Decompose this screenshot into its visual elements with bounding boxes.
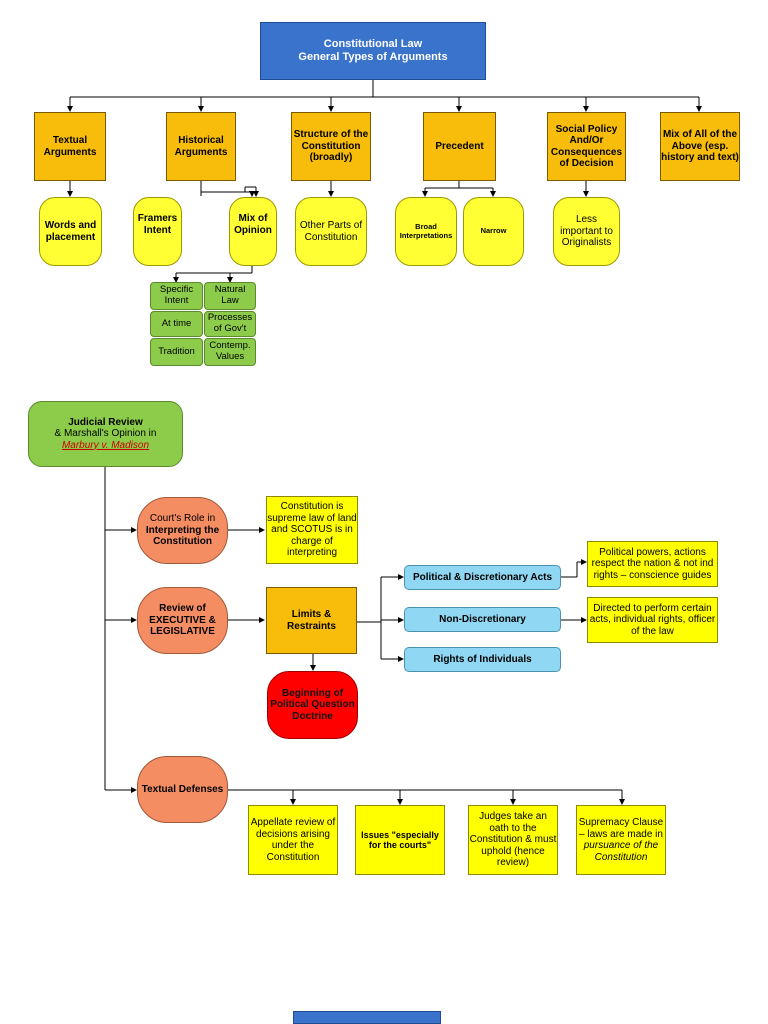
textual-defenses-node: Textual Defenses xyxy=(137,756,228,823)
sub-framers-intent: Framers Intent xyxy=(133,197,182,266)
textual-defenses-label: Textual Defenses xyxy=(141,783,224,795)
opinion-natural-law: Natural Law xyxy=(204,282,256,310)
judicial-review-node: Judicial Review & Marshall's Opinion in … xyxy=(28,401,183,467)
opinion-processes-label: Processes of Gov't xyxy=(207,312,253,334)
category-structure: Structure of the Constitution (broadly) xyxy=(291,112,371,181)
note-directed-label: Directed to perform certain acts, indivi… xyxy=(589,602,716,637)
act-non-discretionary: Non-Discretionary xyxy=(404,607,561,632)
act-rights-individuals: Rights of Individuals xyxy=(404,647,561,672)
opinion-at-time: At time xyxy=(150,311,203,337)
sub-words-placement-label: Words and placement xyxy=(44,220,97,243)
defense-appellate: Appellate review of decisions arising un… xyxy=(248,805,338,875)
sub-less-important: Less important to Originalists xyxy=(553,197,620,266)
opinion-processes: Processes of Gov't xyxy=(204,311,256,337)
bottom-title-fragment xyxy=(293,1011,441,1024)
title-line2: General Types of Arguments xyxy=(298,51,448,63)
judicial-review-case: Marbury v. Madison xyxy=(61,439,150,451)
opinion-natural-law-label: Natural Law xyxy=(214,284,246,306)
judicial-review-heading: Judicial Review xyxy=(68,416,143,428)
sub-framers-intent-label: Framers Intent xyxy=(137,213,178,236)
act-non-discretionary-label: Non-Discretionary xyxy=(439,613,526,625)
category-precedent: Precedent xyxy=(423,112,496,181)
note-supreme-law: Constitution is supreme law of land and … xyxy=(266,496,358,564)
sub-broad-interpretations: Broad Interpretations xyxy=(395,197,457,266)
category-precedent-label: Precedent xyxy=(435,140,484,152)
limits-restraints-label: Limits & Restraints xyxy=(287,609,336,632)
category-structure-label: Structure of the Constitution (broadly) xyxy=(293,129,369,164)
sub-less-important-label: Less important to Originalists xyxy=(560,214,613,249)
opinion-specific-intent-label: Specific Intent xyxy=(159,284,194,306)
sub-narrow-label: Narrow xyxy=(480,226,507,236)
note-political-powers-label: Political powers, actions respect the na… xyxy=(591,546,714,581)
political-question-node: Beginning of Political Question Doctrine xyxy=(267,671,358,739)
defense-supremacy: Supremacy Clause – laws are made in purs… xyxy=(576,805,666,875)
opinion-tradition-label: Tradition xyxy=(158,345,195,357)
opinion-at-time-label: At time xyxy=(161,317,192,329)
sub-mix-of-opinion: Mix of Opinion xyxy=(229,197,277,266)
act-political-discretionary: Political & Discretionary Acts xyxy=(404,565,561,590)
note-supreme-law-label: Constitution is supreme law of land and … xyxy=(267,501,357,559)
sub-words-placement: Words and placement xyxy=(39,197,102,266)
sub-narrow: Narrow xyxy=(463,197,524,266)
sub-mix-of-opinion-label: Mix of Opinion xyxy=(234,213,272,236)
category-textual-label: Textual Arguments xyxy=(43,135,97,158)
opinion-contemp-values: Contemp. Values xyxy=(204,338,256,366)
review-exec-leg-label: Review of EXECUTIVE & LEGISLATIVE xyxy=(149,603,216,638)
category-social-policy-label: Social Policy And/Or Consequences of Dec… xyxy=(550,123,623,170)
category-mix-all-label: Mix of All of the Above (esp. history an… xyxy=(661,129,739,164)
sub-other-parts: Other Parts of Constitution xyxy=(295,197,367,266)
courts-role-pre: Court's Role in xyxy=(149,513,216,525)
limits-restraints-node: Limits & Restraints xyxy=(266,587,357,654)
defense-issues-label: Issues "especially for the courts" xyxy=(361,829,439,850)
defense-supremacy-ital: pursuance of the Constitution xyxy=(583,840,659,863)
note-directed: Directed to perform certain acts, indivi… xyxy=(587,597,718,643)
courts-role-bold: Interpreting the Constitution xyxy=(145,524,220,548)
sub-broad-interpretations-label: Broad Interpretations xyxy=(399,221,453,240)
defense-appellate-label: Appellate review of decisions arising un… xyxy=(250,817,336,863)
defense-issues: Issues "especially for the courts" xyxy=(355,805,445,875)
defense-judges-oath-label: Judges take an oath to the Constitution … xyxy=(469,811,557,869)
act-rights-individuals-label: Rights of Individuals xyxy=(433,653,532,665)
category-historical: Historical Arguments xyxy=(166,112,236,181)
defense-judges-oath: Judges take an oath to the Constitution … xyxy=(468,805,558,875)
category-historical-label: Historical Arguments xyxy=(174,135,228,158)
category-textual: Textual Arguments xyxy=(34,112,106,181)
defense-supremacy-pre: Supremacy Clause – laws are made in xyxy=(578,817,664,840)
review-exec-leg-node: Review of EXECUTIVE & LEGISLATIVE xyxy=(137,587,228,654)
opinion-tradition: Tradition xyxy=(150,338,203,366)
judicial-review-sub: & Marshall's Opinion in xyxy=(54,428,157,440)
opinion-specific-intent: Specific Intent xyxy=(150,282,203,310)
category-mix-all: Mix of All of the Above (esp. history an… xyxy=(660,112,740,181)
sub-other-parts-label: Other Parts of Constitution xyxy=(299,220,363,243)
act-political-discretionary-label: Political & Discretionary Acts xyxy=(412,571,553,583)
title-line1: Constitutional Law xyxy=(323,38,423,51)
note-political-powers: Political powers, actions respect the na… xyxy=(587,541,718,587)
opinion-contemp-values-label: Contemp. Values xyxy=(209,340,251,362)
diagram-title: Constitutional Law General Types of Argu… xyxy=(260,22,486,80)
political-question-label: Beginning of Political Question Doctrine xyxy=(270,687,355,722)
courts-role-node: Court's Role in Interpreting the Constit… xyxy=(137,497,228,564)
category-social-policy: Social Policy And/Or Consequences of Dec… xyxy=(547,112,626,181)
